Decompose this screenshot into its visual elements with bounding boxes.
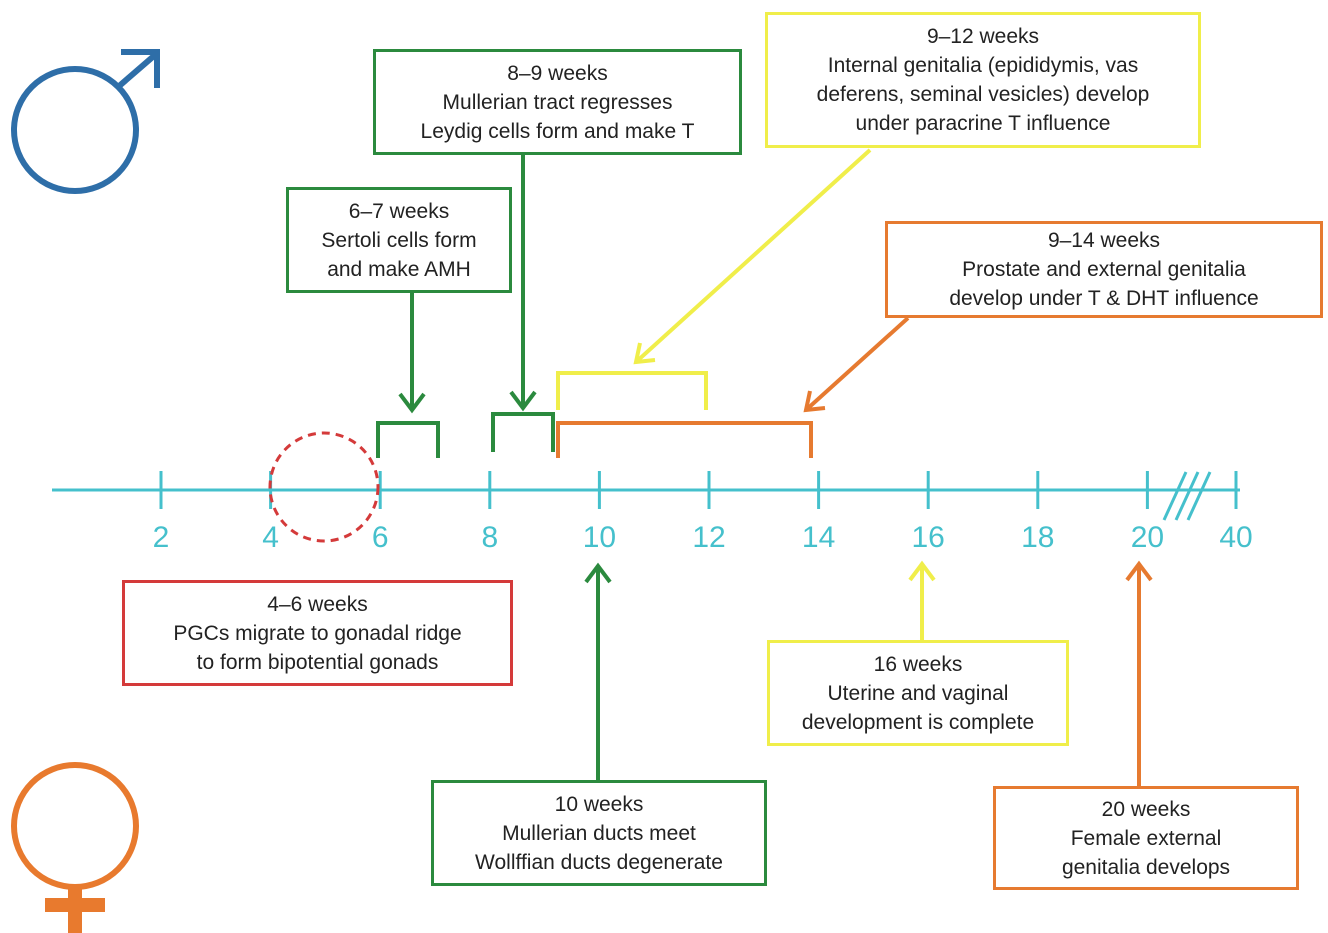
event-title: 20 weeks (1101, 797, 1191, 821)
event-line: Mullerian tract regresses (442, 90, 673, 114)
gonadal-ridge-circle (268, 431, 380, 543)
event-box-9-12-weeks: 9–12 weeks Internal genitalia (epididymi… (765, 12, 1201, 148)
event-box-6-7-weeks: 6–7 weeks Sertoli cells form and make AM… (286, 187, 512, 293)
event-line: Internal genitalia (epididymis, vas (827, 54, 1139, 77)
event-box-10-weeks: 10 weeks Mullerian ducts meet Wollffian … (431, 780, 767, 886)
event-title: 16 weeks (873, 652, 963, 676)
arrow-9-12-weeks (633, 148, 872, 365)
event-line: develop under T & DHT influence (949, 287, 1259, 310)
arrow-20-weeks (1125, 560, 1153, 786)
bracket-8-9-weeks (491, 412, 555, 452)
event-line: and make AMH (327, 257, 471, 281)
axis-tick-label: 6 (372, 521, 389, 554)
event-title: 9–14 weeks (1047, 229, 1161, 252)
event-line: Leydig cells form and make T (420, 119, 695, 143)
axis-tick-label: 12 (692, 521, 725, 554)
event-box-20-weeks: 20 weeks Female external genitalia devel… (993, 786, 1299, 890)
event-title: 4–6 weeks (267, 592, 368, 616)
event-line: Uterine and vaginal (827, 681, 1009, 705)
axis-tick-label: 8 (481, 521, 498, 554)
arrow-16-weeks (908, 560, 936, 640)
arrow-8-9-weeks (509, 154, 537, 412)
bracket-9-14-weeks (556, 421, 813, 458)
event-line: Wollffian ducts degenerate (475, 850, 723, 874)
arrow-9-14-weeks (803, 316, 910, 413)
event-line: deferens, seminal vesicles) develop (816, 83, 1150, 106)
arrow-10-weeks (584, 562, 612, 780)
event-box-4-6-weeks: 4–6 weeks PGCs migrate to gonadal ridge … (122, 580, 513, 686)
event-box-8-9-weeks: 8–9 weeks Mullerian tract regresses Leyd… (373, 49, 742, 155)
arrow-6-7-weeks (398, 292, 426, 414)
event-line: under paracrine T influence (855, 112, 1111, 135)
axis-tick-label: 14 (802, 521, 835, 554)
female-symbol-icon (11, 762, 139, 933)
event-title: 6–7 weeks (348, 199, 450, 223)
bracket-9-12-weeks (556, 371, 708, 410)
axis-tick-label: 2 (153, 521, 170, 554)
axis-tick-label: 18 (1021, 521, 1054, 554)
event-title: 8–9 weeks (507, 61, 608, 85)
event-box-9-14-weeks: 9–14 weeks Prostate and external genital… (885, 221, 1323, 318)
axis-tick-label: 20 (1131, 521, 1164, 554)
event-title: 9–12 weeks (926, 25, 1040, 48)
event-line: PGCs migrate to gonadal ridge (173, 621, 462, 645)
axis-tick-label: 16 (912, 521, 945, 554)
event-box-16-weeks: 16 weeks Uterine and vaginal development… (767, 640, 1069, 746)
axis-tick-label: 10 (583, 521, 616, 554)
event-line: development is complete (801, 710, 1035, 734)
bracket-6-7-weeks (376, 421, 440, 458)
event-line: Sertoli cells form (321, 228, 477, 252)
event-line: to form bipotential gonads (196, 650, 439, 674)
axis-break-icon (1162, 471, 1212, 521)
event-line: Female external (1070, 826, 1222, 850)
event-title: 10 weeks (554, 792, 644, 816)
axis-tick-label: 40 (1219, 521, 1252, 554)
event-line: Prostate and external genitalia (962, 258, 1246, 281)
axis-tick-label: 4 (262, 521, 279, 554)
event-line: genitalia develops (1061, 855, 1231, 879)
male-symbol-icon (11, 49, 160, 194)
event-line: Mullerian ducts meet (502, 821, 696, 845)
